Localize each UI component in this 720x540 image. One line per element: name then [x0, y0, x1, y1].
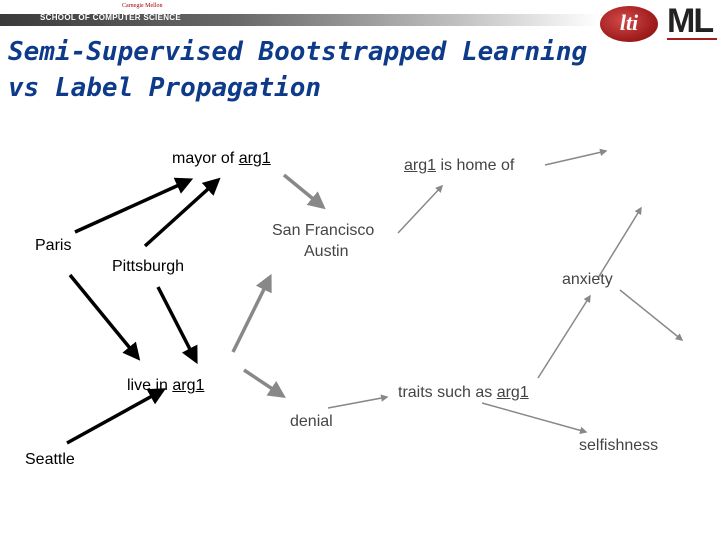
live-in-arg: arg1 [172, 377, 205, 394]
mayor-of-arg: arg1 [238, 150, 271, 167]
edge-pittsburgh-to-mayor-of [143, 177, 221, 248]
edge-seattle-to-live-in [66, 388, 167, 445]
node-selfishness: selfishness [579, 437, 659, 454]
edge-is-home-of-right [544, 148, 608, 166]
edge-denial-to-traits [327, 394, 389, 409]
edge-anxiety-right [619, 289, 684, 341]
edge-anxiety-from-top [597, 206, 642, 279]
edge-live-in-to-denial [243, 368, 286, 398]
edge-anxiety-from-bottom [537, 294, 591, 379]
edge-pittsburgh-to-live-in [156, 286, 198, 365]
pattern-is-home-of: arg1 is home of [404, 157, 514, 175]
traits-such-as-arg: arg1 [496, 384, 529, 401]
title-line-1: Semi-Supervised Bootstrapped Learning [8, 37, 588, 67]
lti-logo: lti [600, 6, 658, 42]
title-line-2: vs Label Propagation [8, 73, 322, 103]
node-denial: denial [290, 413, 333, 430]
pattern-mayor-of: mayor of arg1 [172, 150, 271, 168]
node-austin: Austin [304, 243, 349, 260]
mayor-of-text: mayor of [172, 150, 239, 167]
edge-san-francisco-to-is-home-of [397, 184, 444, 234]
edge-traits-to-selfishness [481, 402, 588, 435]
university-name: Carnegie Mellon [122, 3, 163, 9]
traits-such-as-text: traits such as [398, 384, 497, 401]
node-pittsburgh: Pittsburgh [112, 258, 185, 275]
ml-logo: ML [667, 2, 714, 40]
node-san-francisco: San Francisco [272, 222, 375, 239]
header-bar: SCHOOL OF COMPUTER SCIENCE Carnegie Mell… [0, 0, 720, 42]
header-strip [0, 14, 600, 26]
is-home-of-text: is home of [436, 157, 515, 174]
pattern-live-in: live in arg1 [127, 377, 204, 395]
ml-logo-underline [667, 38, 717, 50]
edge-paris-to-mayor-of [74, 177, 194, 234]
edge-live-in-to-san-francisco [231, 273, 272, 353]
school-name: SCHOOL OF COMPUTER SCIENCE [40, 13, 181, 22]
edge-mayor-of-to-san-francisco [282, 173, 326, 210]
pattern-traits-such-as: traits such as arg1 [398, 384, 529, 402]
node-seattle: Seattle [25, 451, 75, 468]
edge-paris-to-live-in [68, 273, 141, 361]
live-in-text: live in [127, 377, 173, 394]
node-anxiety: anxiety [562, 271, 613, 288]
node-paris: Paris [35, 237, 72, 254]
slide-title: Semi-Supervised Bootstrapped Learning vs… [8, 34, 587, 106]
is-home-of-arg: arg1 [404, 157, 437, 174]
lti-logo-text: lti [619, 10, 639, 35]
